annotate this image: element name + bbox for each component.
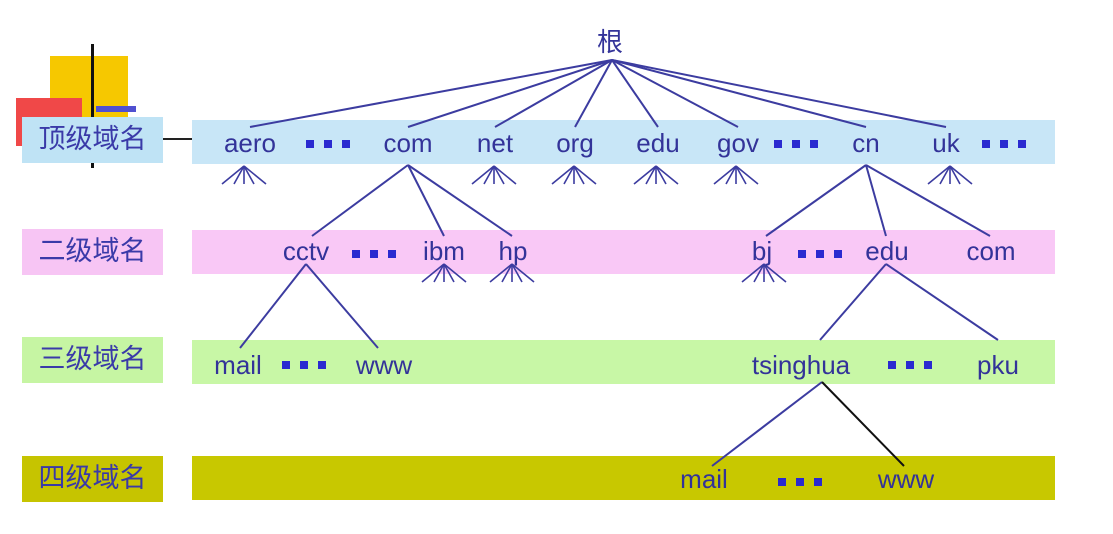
ellipsis-top-1 — [306, 140, 350, 148]
subtree-stub — [939, 165, 951, 185]
subtree-stub — [551, 165, 575, 185]
subtree-stub — [713, 165, 737, 185]
subtree-stub — [633, 165, 657, 185]
level-label-third: 三级域名 — [22, 337, 163, 383]
subtree-stub — [243, 165, 255, 185]
top-level-edu: edu — [636, 128, 680, 158]
subtree-stub — [443, 263, 467, 283]
subtree-stub — [735, 165, 759, 185]
band-second-level — [192, 230, 1055, 274]
subtree-stub — [645, 165, 657, 185]
level-label-second: 二级域名 — [22, 229, 163, 275]
second-level-ibm: ibm — [423, 236, 465, 266]
subtree-stub — [563, 165, 575, 185]
top-level-gov: gov — [717, 128, 759, 158]
fourth-level-www: www — [877, 464, 935, 494]
decor-blue-bar — [96, 106, 136, 112]
root-node: 根 — [596, 28, 624, 58]
subtree-stub — [489, 263, 513, 283]
subtree-stub — [471, 165, 495, 185]
second-level-hp: hp — [498, 236, 528, 266]
band-fourth-level — [192, 456, 1055, 500]
third-level-tsinghua: tsinghua — [751, 350, 851, 380]
subtree-stub — [573, 165, 597, 185]
ellipsis-third-2 — [888, 361, 932, 369]
level-label-fourth: 四级域名 — [22, 456, 163, 502]
subtree-stub — [763, 263, 775, 283]
top-level-cn: cn — [852, 128, 880, 158]
label-connector — [163, 138, 192, 140]
ellipsis-second-1 — [352, 250, 396, 258]
subtree-stub — [483, 165, 495, 185]
subtree-stub — [221, 165, 245, 185]
top-level-uk: uk — [932, 128, 960, 158]
subtree-stub — [763, 263, 787, 283]
fourth-level-mail: mail — [680, 464, 728, 494]
decor-vertical-line — [91, 44, 94, 168]
subtree-stub — [573, 165, 585, 185]
band-top-level — [192, 120, 1055, 164]
top-level-com: com — [383, 128, 433, 158]
second-level-edu: edu — [865, 236, 909, 266]
subtree-stub — [511, 263, 535, 283]
subtree-stub — [655, 165, 679, 185]
subtree-stub — [493, 165, 517, 185]
ellipsis-top-3 — [982, 140, 1026, 148]
subtree-stub — [949, 165, 973, 185]
ellipsis-top-2 — [774, 140, 818, 148]
top-level-aero: aero — [223, 128, 277, 158]
top-level-org: org — [556, 128, 594, 158]
second-level-cctv: cctv — [282, 236, 330, 266]
third-level-pku: pku — [977, 350, 1019, 380]
second-level-com: com — [966, 236, 1016, 266]
subtree-stub — [501, 263, 513, 283]
subtree-stub — [753, 263, 765, 283]
second-level-bj: bj — [751, 236, 773, 266]
ellipsis-second-2 — [798, 250, 842, 258]
subtree-stub — [741, 263, 765, 283]
subtree-stub — [443, 263, 455, 283]
subtree-stub — [243, 165, 267, 185]
subtree-stub — [735, 165, 747, 185]
subtree-stub — [233, 165, 245, 185]
subtree-stub — [511, 263, 523, 283]
top-level-net: net — [476, 128, 514, 158]
subtree-stub — [949, 165, 961, 185]
subtree-stub — [655, 165, 667, 185]
level-label-top: 顶级域名 — [22, 117, 163, 163]
subtree-stub — [421, 263, 445, 283]
subtree-stub — [725, 165, 737, 185]
subtree-stub — [493, 165, 505, 185]
ellipsis-fourth — [778, 478, 822, 486]
ellipsis-third-1 — [282, 361, 326, 369]
third-level-mail: mail — [214, 350, 262, 380]
subtree-stub — [927, 165, 951, 185]
subtree-stub — [433, 263, 445, 283]
third-level-www: www — [355, 350, 413, 380]
